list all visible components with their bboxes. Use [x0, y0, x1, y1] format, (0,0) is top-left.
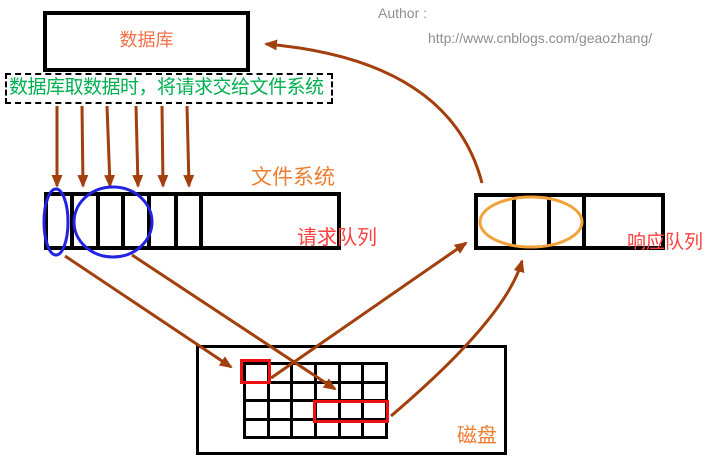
disk-cell	[340, 420, 362, 436]
disk-cell	[316, 365, 338, 381]
note-box: 数据库取数据时，将请求交给文件系统	[5, 73, 333, 104]
disk-cell	[316, 383, 338, 399]
disk-cell	[316, 420, 338, 436]
disk-cell	[340, 383, 362, 399]
queue-divider	[96, 196, 100, 246]
disk-cell	[364, 402, 385, 418]
arrow-note-to-queue-5	[157, 105, 169, 188]
disk-label: 磁盘	[457, 425, 497, 447]
file-system-label: 文件系统	[251, 166, 335, 189]
disk-cell	[246, 402, 267, 418]
disk-cell	[293, 383, 314, 399]
author-label: Author :	[378, 5, 428, 21]
disk-highlight-block-1	[240, 359, 271, 384]
database-label: 数据库	[119, 30, 174, 50]
disk-cell	[364, 365, 385, 381]
note-text: 数据库取数据时，将请求交给文件系统	[9, 77, 324, 98]
disk-cell	[269, 402, 291, 418]
disk-cell	[269, 420, 291, 436]
queue-divider	[199, 196, 203, 246]
queue-divider	[512, 197, 516, 246]
arrow-note-to-queue-2	[77, 105, 89, 188]
request-queue-label: 请求队列	[297, 227, 377, 249]
disk-cell	[293, 402, 314, 418]
disk-cell	[293, 365, 314, 381]
queue-divider	[70, 196, 74, 246]
disk-cell	[269, 365, 291, 381]
disk-cell	[340, 365, 362, 381]
arrow-note-to-queue-3	[104, 105, 116, 188]
queue-divider	[121, 196, 125, 246]
queue-divider	[147, 196, 151, 246]
disk-cell	[364, 420, 385, 436]
database-box: 数据库	[43, 11, 250, 72]
author-url: http://www.cnblogs.com/geaozhang/	[428, 30, 653, 46]
disk-cell	[269, 383, 291, 399]
disk-cell	[293, 420, 314, 436]
queue-divider	[582, 197, 586, 246]
disk-cell	[246, 383, 267, 399]
disk-highlight-block-2	[313, 400, 389, 423]
disk-cell	[316, 402, 338, 418]
disk-cell	[246, 420, 267, 436]
response-queue-label: 响应队列	[627, 232, 704, 253]
arrow-note-to-queue-6	[183, 105, 195, 188]
disk-cell	[340, 402, 362, 418]
queue-divider	[174, 196, 178, 246]
arrow-note-to-queue-4	[132, 105, 144, 188]
disk-cell	[364, 383, 385, 399]
queue-divider	[547, 197, 551, 246]
